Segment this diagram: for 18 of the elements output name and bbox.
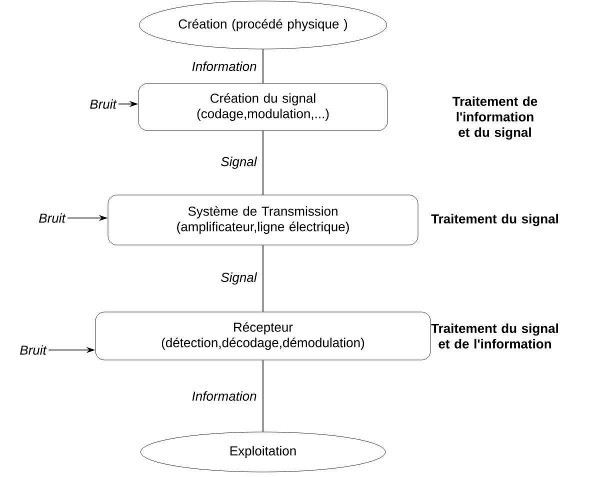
edge-label: Signal (221, 156, 258, 169)
noise-label: Bruit (90, 99, 117, 109)
ellipse-node: Exploitation (140, 432, 386, 472)
noise-label: Bruit (20, 345, 47, 355)
edge-label: Information (192, 391, 256, 401)
process-box: Création du signal (codage,modulation,...) (138, 83, 388, 131)
process-box: Récepteur (détection,décodage,démodulation) (95, 312, 431, 360)
processing-note: Traitement du signal (431, 214, 558, 226)
processing-note: Traitement de l'information et du signal (452, 96, 538, 140)
connector-line (262, 130, 264, 196)
noise-label: Bruit (39, 213, 66, 223)
ellipse-node: Création (procédé physique ) (139, 0, 387, 50)
connector-line (262, 48, 264, 84)
connector-line (262, 360, 264, 432)
process-box: Système de Transmission (amplificateur,ligne électrique) (108, 194, 418, 246)
edge-label: Information (192, 61, 256, 72)
connector-line (262, 244, 264, 312)
edge-label: Signal (221, 272, 258, 285)
